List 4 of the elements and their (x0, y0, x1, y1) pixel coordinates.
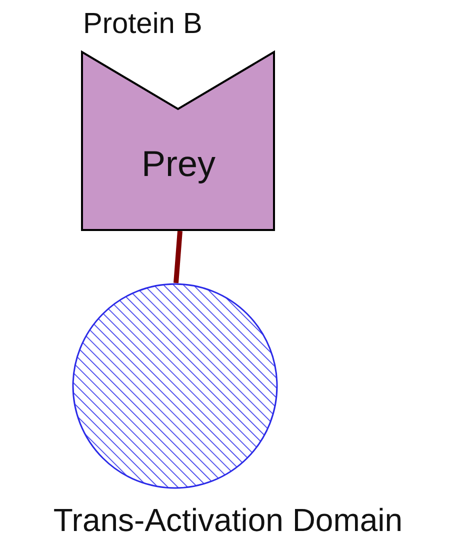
connector-line (174, 230, 182, 284)
prey-label: Prey (140, 146, 217, 182)
protein-label: Protein B (83, 10, 202, 39)
domain-label: Trans-Activation Domain (52, 504, 404, 536)
